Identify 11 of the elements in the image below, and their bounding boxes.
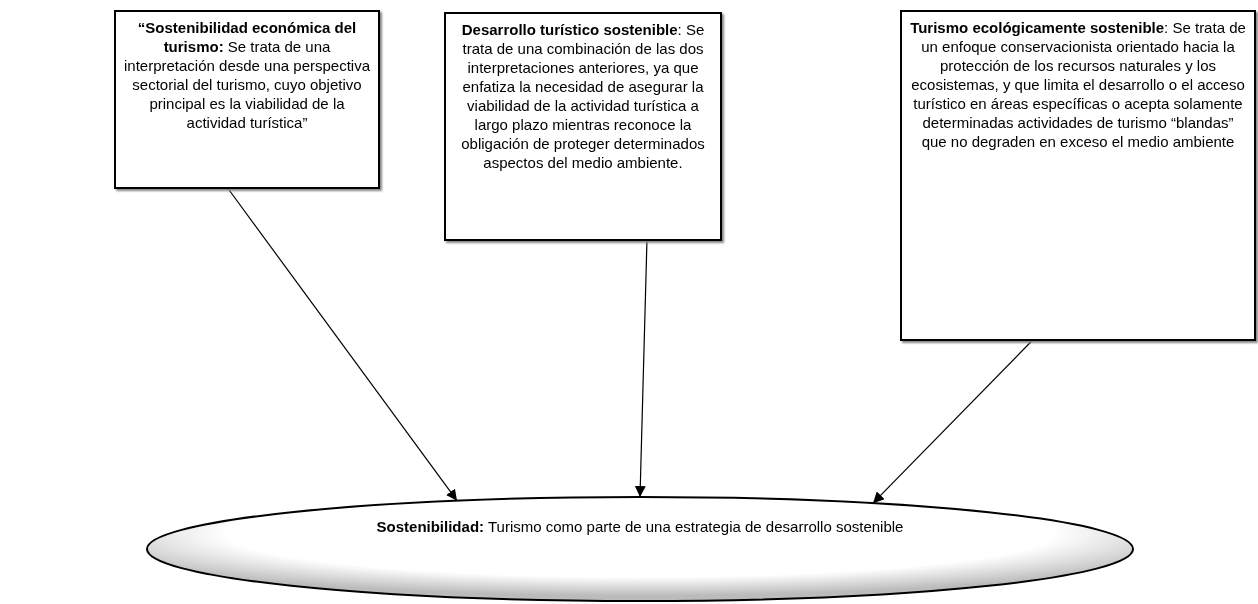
- arrow: [872, 340, 1033, 504]
- text-box: [114, 10, 380, 189]
- node-text: “Sostenibilidad económica del turismo: Se trata de una interpretación desde una perspectiva sectorial del turismo, cuyo objetivo principal es la viabilidad de la actividad turística”: [124, 18, 370, 132]
- node-text: Turismo ecológicamente sostenible: Se trata de un enfoque conservacionista orientado hacia la protección de los recursos naturales y los ecosistemas, y que limita el desarrollo o el acceso turístico en áreas específicas o acepta solamente determinadas actividades de turismo “blandas” que no degraden en exceso el medio ambiente: [910, 18, 1246, 151]
- arrow: [634, 240, 648, 498]
- node-text: Desarrollo turístico sostenible: Se trata de una combinación de las dos interpretaciones anteriores, ya que enfatiza la necesidad de asegurar la viabilidad de la actividad turística a largo plazo mientras reconoce la obligación de proteger determinados aspectos del medio ambiente.: [460, 20, 706, 172]
- node-text: Sostenibilidad: Turismo como parte de una estrategia de desarrollo sostenible: [375, 517, 905, 536]
- arrow: [227, 188, 458, 502]
- text-box: [900, 10, 1256, 341]
- text-box: [444, 12, 722, 241]
- ellipse-node: [145, 495, 1135, 603]
